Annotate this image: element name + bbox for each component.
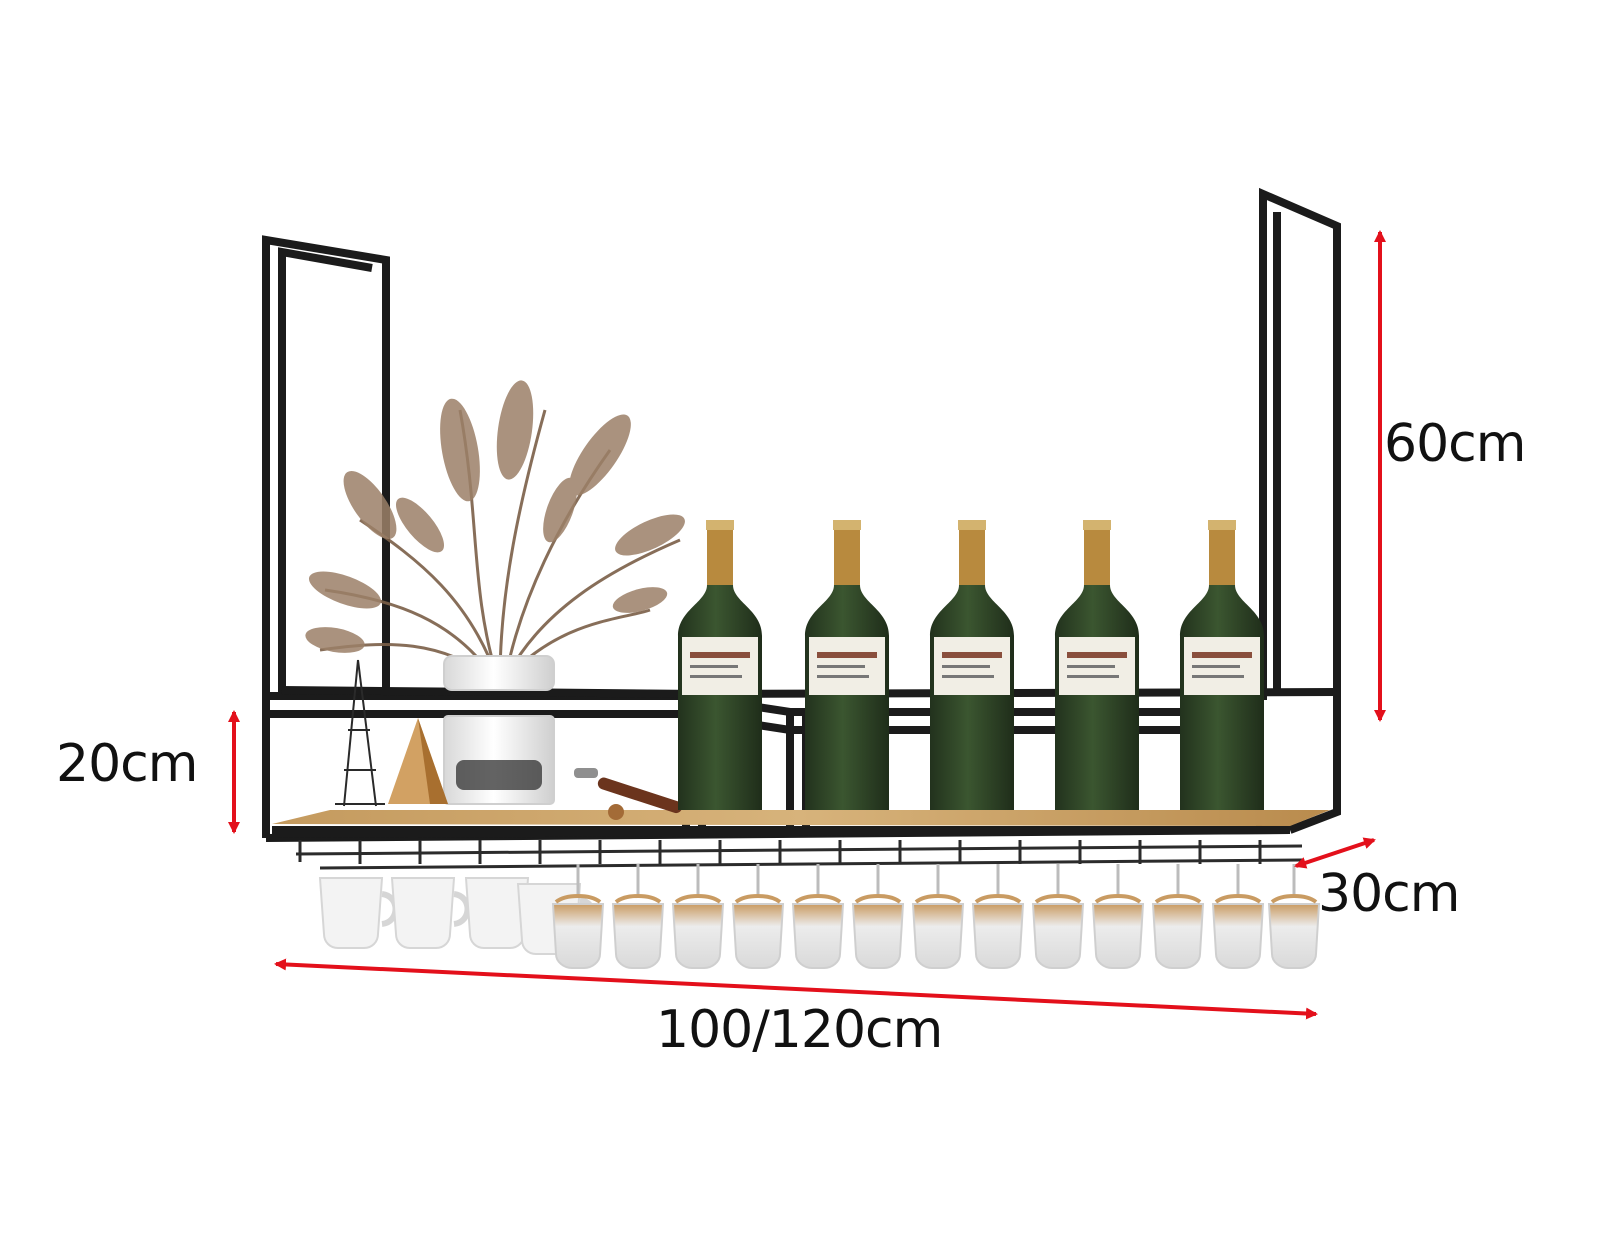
- wine-glass-icon: [791, 864, 845, 969]
- wine-bottle-icon: [930, 520, 1014, 810]
- wine-glass-icon: [611, 864, 665, 969]
- wood-shelf: [272, 810, 1330, 838]
- wine-glass-icon: [1211, 864, 1265, 969]
- wine-glass-icon: [1031, 864, 1085, 969]
- wine-bottle-icon: [805, 520, 889, 810]
- shelf-height-dimension-label: 20cm: [56, 734, 198, 794]
- wine-glass-icon: [851, 864, 905, 969]
- wine-glass-icon: [971, 864, 1025, 969]
- cups: [318, 877, 597, 955]
- depth-arrow: [1294, 837, 1376, 869]
- wine-glass-icon: [1091, 864, 1145, 969]
- tower-decoration: [335, 659, 385, 807]
- corkscrew-decoration: [574, 768, 683, 820]
- wine-glass-icon: [1267, 864, 1321, 969]
- vase: [443, 655, 555, 805]
- cup-icon: [390, 877, 471, 949]
- glass-hanging-rails: [295, 840, 1303, 870]
- plant-decoration: [305, 380, 685, 805]
- height-dimension-label: 60cm: [1384, 414, 1526, 474]
- cup-icon: [318, 877, 399, 949]
- depth-dimension-label: 30cm: [1318, 864, 1460, 924]
- width-arrow: [274, 958, 1318, 1020]
- wine-bottle-icon: [1180, 520, 1264, 810]
- wine-bottle-icon: [678, 520, 762, 810]
- dimension-arrows: [228, 230, 1386, 1020]
- pyramid-decoration: [388, 718, 448, 804]
- wine-glass-icon: [671, 864, 725, 969]
- wine-glass-icon: [1151, 864, 1205, 969]
- width-dimension-label: 100/120cm: [656, 1000, 943, 1060]
- wine-bottles: [678, 520, 1264, 810]
- wine-glass-icon: [911, 864, 965, 969]
- wine-glass-icon: [731, 864, 785, 969]
- wine-bottle-icon: [1055, 520, 1139, 810]
- wine-glass-icon: [551, 864, 605, 969]
- wine-glasses: [551, 864, 1321, 969]
